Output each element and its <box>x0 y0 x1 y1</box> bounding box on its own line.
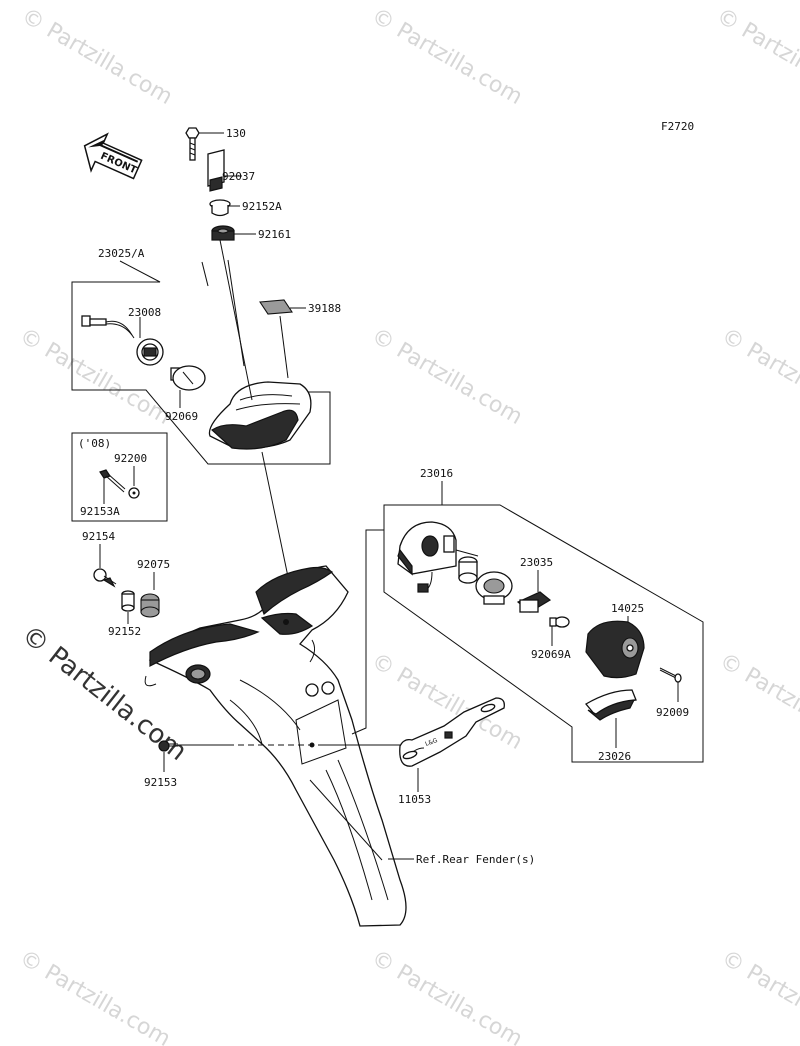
license-bracket-11053: L&G <box>399 697 505 767</box>
label-92152A: 92152A <box>242 200 282 213</box>
year-note: ('08) <box>78 437 111 450</box>
sticker-39188 <box>259 299 293 315</box>
label-92037: 92037 <box>222 170 255 183</box>
figure-code: F2720 <box>661 120 694 133</box>
label-92154: 92154 <box>82 530 115 543</box>
collar-92152 <box>121 590 135 612</box>
label-23008: 23008 <box>128 306 161 319</box>
license-socket <box>455 549 479 584</box>
watermark: © Partzilla.com <box>367 946 527 1046</box>
bolt-130 <box>185 127 200 161</box>
tail-lens-housing <box>208 381 312 450</box>
label-92153: 92153 <box>144 776 177 789</box>
label-11053: 11053 <box>398 793 431 806</box>
watermark: © Partzilla.com <box>712 4 800 111</box>
label-23035: 23035 <box>520 556 553 569</box>
screw-92153A <box>99 469 126 493</box>
svg-text:L&G: L&G <box>424 737 439 748</box>
label-39188: 39188 <box>308 302 341 315</box>
label-92075: 92075 <box>137 558 170 571</box>
watermark: © Partzilla.com <box>717 946 800 1046</box>
damper-92075 <box>140 593 160 618</box>
grommet-92161 <box>211 225 235 241</box>
label-92153A: 92153A <box>80 505 120 518</box>
license-light-housing <box>397 521 457 593</box>
label-23026: 23026 <box>598 750 631 763</box>
watermark: © Partzilla.com <box>367 4 527 111</box>
watermark: © Partzilla.com <box>715 649 800 756</box>
cover-23026 <box>585 689 637 721</box>
rear-fender <box>144 565 407 927</box>
label-23016: 23016 <box>420 467 453 480</box>
lens-14025 <box>585 620 645 679</box>
screw-92153 <box>158 740 178 752</box>
label-92200: 92200 <box>114 452 147 465</box>
watermark: © Partzilla.com <box>367 324 527 431</box>
label-92069: 92069 <box>165 410 198 423</box>
collar-92152A <box>209 199 231 217</box>
label-130: 130 <box>226 127 246 140</box>
front-arrow-icon: FRONT <box>83 132 143 180</box>
socket-23035 <box>516 591 552 613</box>
watermark: © Partzilla.com <box>17 4 177 111</box>
label-92009: 92009 <box>656 706 689 719</box>
socket-23008 <box>81 315 164 366</box>
label-92152: 92152 <box>108 625 141 638</box>
label-14025: 14025 <box>611 602 644 615</box>
screw-92009 <box>659 667 682 683</box>
ref-rear-fender-label: Ref.Rear Fender(s) <box>416 853 535 866</box>
socket-ring <box>475 571 513 605</box>
clip-92154 <box>93 568 117 588</box>
label-92161: 92161 <box>258 228 291 241</box>
bulb-92069A <box>549 616 570 628</box>
year-note-box <box>71 432 168 522</box>
bulb-92069 <box>170 365 206 391</box>
watermark: © Partzilla.com <box>15 946 175 1046</box>
bracket-92037 <box>207 149 225 192</box>
watermark: © Partzilla.com <box>717 324 800 431</box>
label-92069A: 92069A <box>531 648 571 661</box>
label-23025A: 23025/A <box>98 247 145 260</box>
